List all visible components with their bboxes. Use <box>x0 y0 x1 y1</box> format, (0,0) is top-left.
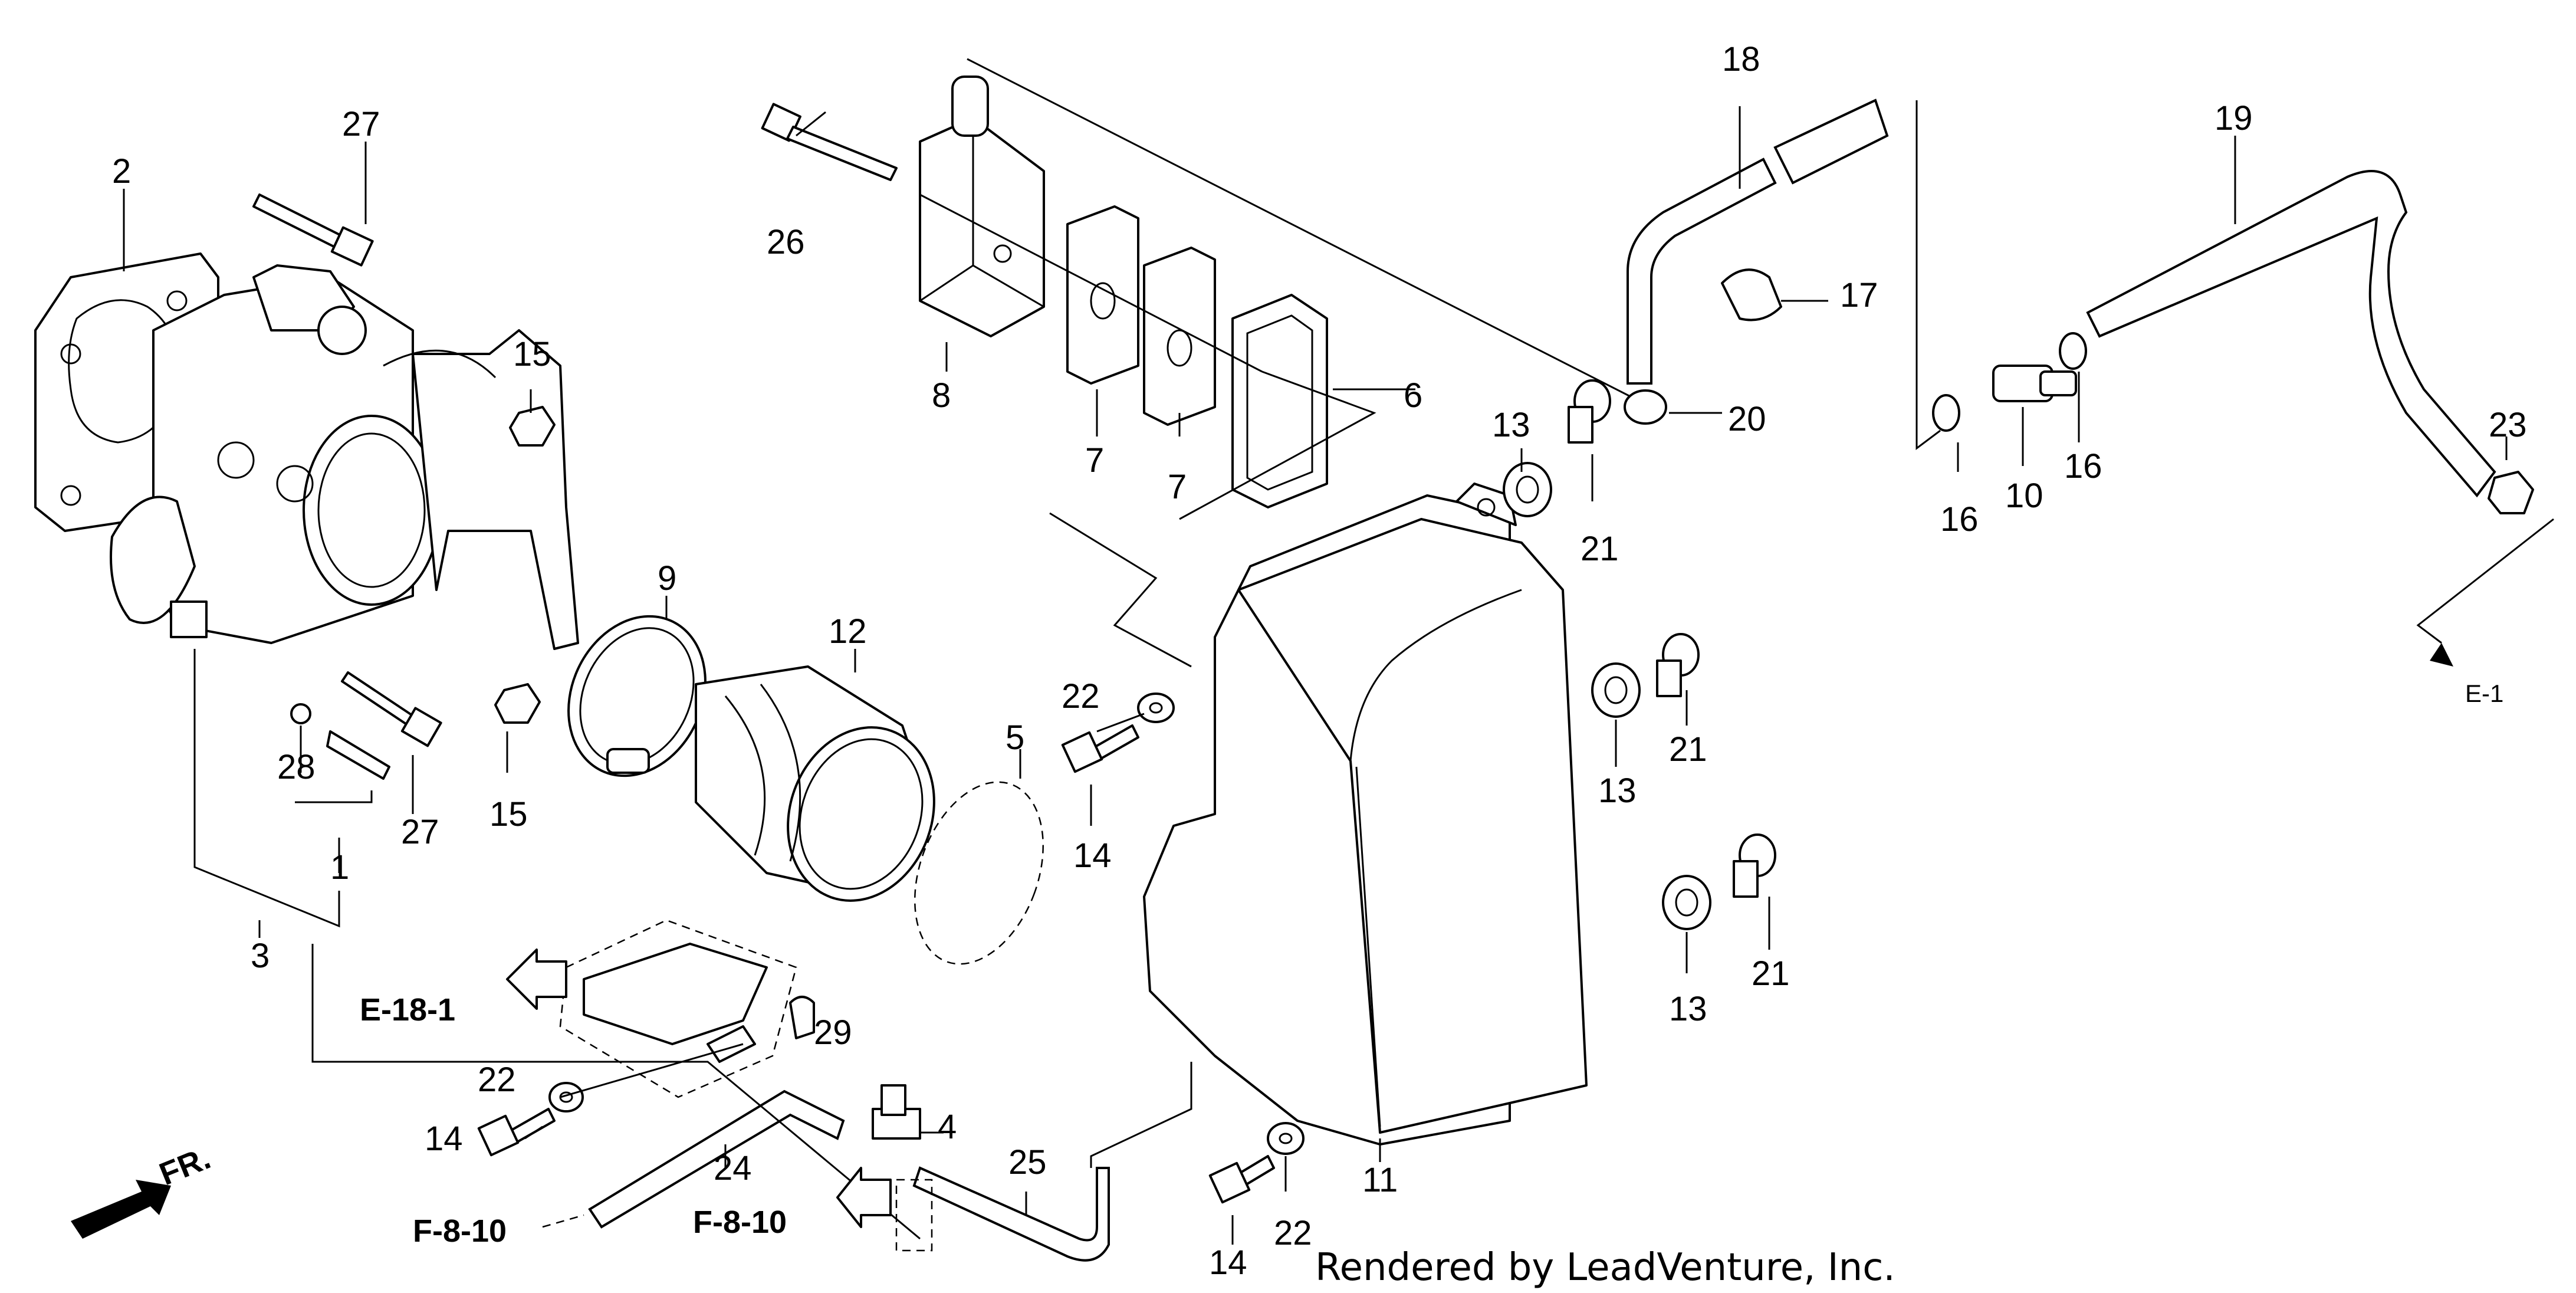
spring-part-5 <box>914 781 1044 965</box>
callout-29: 29 <box>814 1013 852 1052</box>
joint-part-10 <box>1992 365 2077 402</box>
tee-part-4 <box>872 1084 921 1140</box>
callout-7-left: 7 <box>1085 441 1104 480</box>
callout-16-left: 16 <box>1940 500 1979 539</box>
callout-2: 2 <box>112 152 131 191</box>
callout-4: 4 <box>938 1108 957 1146</box>
callout-9: 9 <box>658 559 676 598</box>
credit-text: Rendered by LeadVenture, Inc. <box>1315 1246 1895 1289</box>
callout-27-lower: 27 <box>401 813 439 851</box>
washer-part-22-mid <box>1137 693 1175 723</box>
callout-16-right: 16 <box>2064 447 2102 485</box>
hose-part-18 <box>1627 99 1889 385</box>
ref-e-1: E-1 <box>2465 680 2503 707</box>
bolt-part-14-lower-left <box>477 1108 556 1157</box>
case-part-8 <box>919 76 1045 337</box>
ref-arrow-e18-1 <box>506 949 567 1010</box>
callout-7-right: 7 <box>1168 468 1187 506</box>
callout-22-low: 22 <box>1274 1214 1312 1252</box>
clip-part-16-left <box>1932 394 1960 432</box>
callout-21-low: 21 <box>1752 954 1790 993</box>
washer-part-22-lower-left <box>548 1082 584 1112</box>
clamp-part-23 <box>2488 471 2534 514</box>
callout-14-lower-left: 14 <box>425 1120 463 1158</box>
callout-3: 3 <box>251 937 270 975</box>
bolt-part-14-low <box>1208 1155 1275 1204</box>
bolt-part-26 <box>761 103 898 181</box>
nut-part-15-lower <box>494 683 541 724</box>
callout-5: 5 <box>1006 718 1024 757</box>
callout-11: 11 <box>1362 1161 1398 1199</box>
bolt-part-27-lower <box>341 671 442 747</box>
front-label: FR. <box>155 1140 215 1192</box>
callout-13-low: 13 <box>1669 990 1707 1028</box>
collar-part-21-top <box>1568 379 1611 444</box>
clip-part-29 <box>789 996 815 1039</box>
callout-18: 18 <box>1722 40 1760 78</box>
callout-10: 10 <box>2005 477 2043 515</box>
throttle-body-part-1 <box>110 264 579 650</box>
collar-part-21-mid <box>1656 633 1700 697</box>
callout-26: 26 <box>767 223 805 261</box>
ref-line-f8-10-left <box>542 1214 584 1228</box>
callout-14-mid: 14 <box>1073 836 1112 875</box>
bolt-part-14-mid <box>1061 724 1139 773</box>
bolt-part-27-upper <box>252 193 374 267</box>
washer-part-22-low <box>1267 1122 1305 1155</box>
clip-part-16-right <box>2059 332 2087 370</box>
bracket-subassy <box>559 919 797 1098</box>
callout-15-upper: 15 <box>513 335 551 373</box>
callout-28: 28 <box>277 748 316 786</box>
grommet-part-13-mid <box>1591 662 1641 718</box>
clip-part-17 <box>1721 268 1782 321</box>
callout-13-top: 13 <box>1492 406 1530 444</box>
callout-22-mid: 22 <box>1062 677 1100 716</box>
callout-8: 8 <box>932 376 951 415</box>
grommet-part-13-top <box>1503 462 1552 517</box>
ref-f8-10-right: F-8-10 <box>693 1205 787 1240</box>
callout-14-low: 14 <box>1209 1243 1247 1282</box>
callout-20: 20 <box>1728 400 1766 438</box>
front-arrow <box>71 1180 171 1239</box>
callout-17: 17 <box>1840 276 1878 314</box>
hose-part-24 <box>588 1089 845 1229</box>
callout-25: 25 <box>1008 1143 1047 1182</box>
callout-15-lower: 15 <box>489 795 528 833</box>
ref-box-f8-10 <box>895 1179 933 1252</box>
element-part-6 <box>1231 294 1328 508</box>
callout-24: 24 <box>714 1149 752 1187</box>
callout-1: 1 <box>330 848 349 887</box>
ref-e18-1: E-18-1 <box>360 992 455 1028</box>
callout-27-upper: 27 <box>342 105 380 143</box>
clamp-part-20 <box>1624 389 1667 425</box>
callout-21-mid: 21 <box>1669 730 1707 769</box>
grommet-part-13-low <box>1662 875 1711 930</box>
screw-part-28 <box>290 703 390 780</box>
foam-part-7-right <box>1143 247 1216 426</box>
clamp-part-9 <box>567 615 707 777</box>
boot-part-12 <box>695 665 935 902</box>
collar-part-21-low <box>1733 833 1776 898</box>
ref-f8-10-left: F-8-10 <box>413 1213 507 1249</box>
foam-part-7-left <box>1066 205 1139 385</box>
nut-part-15-upper <box>509 406 556 447</box>
callout-13-mid: 13 <box>1598 772 1637 810</box>
ref-arrow-e-1 <box>2430 643 2453 667</box>
callout-22-lower-left: 22 <box>478 1061 516 1099</box>
callout-12: 12 <box>829 612 867 651</box>
callout-21-top: 21 <box>1581 530 1619 568</box>
ref-arrow-f8-10-right <box>836 1167 892 1228</box>
callout-23: 23 <box>2489 406 2527 444</box>
hose-part-25 <box>912 1166 1110 1262</box>
callout-6: 6 <box>1404 376 1422 415</box>
hose-part-19 <box>2086 170 2496 498</box>
case-part-11 <box>1143 483 1588 1146</box>
callout-19: 19 <box>2214 99 2253 137</box>
